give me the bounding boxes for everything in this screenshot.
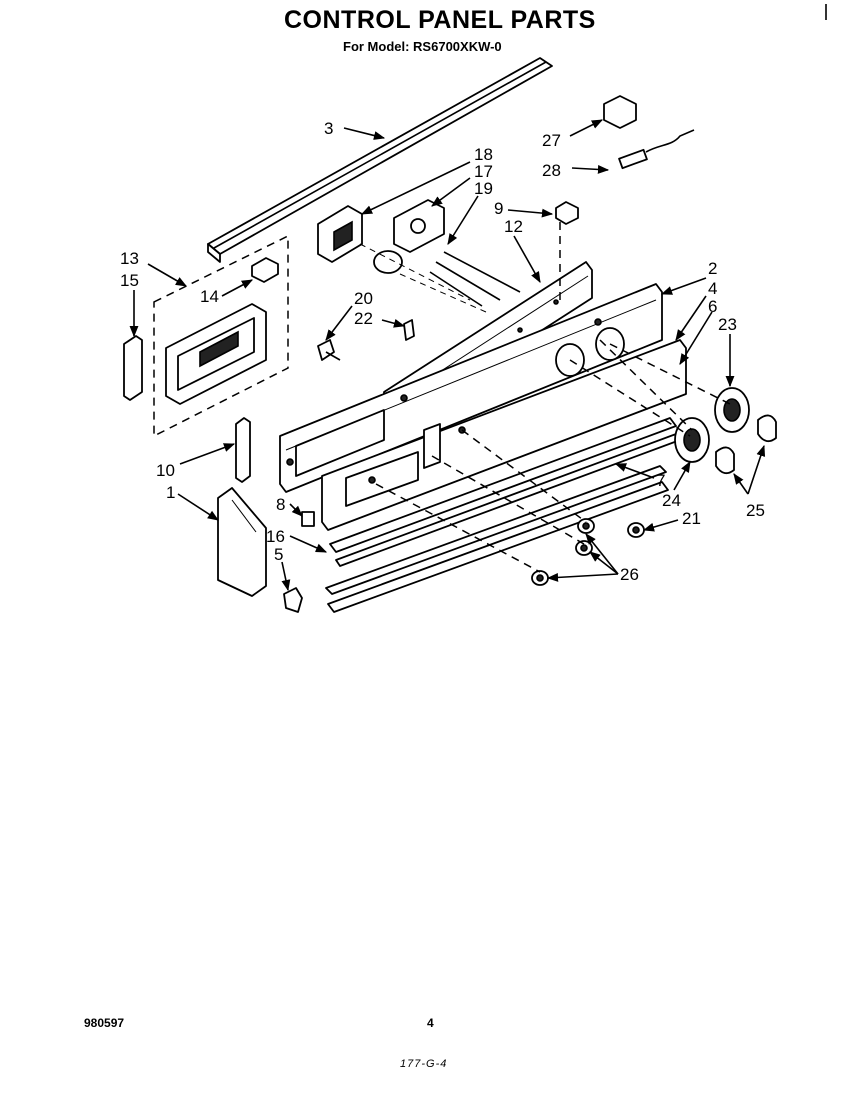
page-number: 4: [427, 1016, 434, 1030]
callout-24: 24: [662, 491, 681, 510]
part-17-switch: [393, 199, 445, 253]
part-4-front-glass: [321, 339, 687, 531]
part-13-clock-module: [165, 303, 267, 405]
part-23-knob-bezel: [714, 387, 750, 433]
part-28-sensor-lead: [618, 129, 695, 170]
callout-20: 20: [354, 289, 373, 308]
part-5-clip: [283, 587, 303, 613]
page-code: 177-G-4: [400, 1058, 448, 1070]
part-8-spacer: [301, 511, 315, 527]
part-2-control-panel: [279, 283, 663, 493]
part-18-switch: [317, 205, 363, 263]
callout-12: 12: [504, 217, 523, 236]
part-3-top-trim: [207, 57, 553, 263]
callout-27: 27: [542, 131, 561, 150]
callout-28: 28: [542, 161, 561, 180]
callout-17: 17: [474, 162, 493, 181]
callout-15: 15: [120, 271, 139, 290]
callout-3: 3: [324, 119, 333, 138]
part-14-clip: [251, 257, 279, 283]
document-number: 980597: [84, 1016, 125, 1030]
page-title: CONTROL PANEL PARTS: [284, 6, 596, 34]
callout-18: 18: [474, 145, 493, 164]
page-subtitle: For Model: RS6700XKW-0: [343, 39, 502, 54]
callout-9: 9: [494, 199, 503, 218]
callout-labels: 3 18 17 19 9 12 27 28 2 4 6 23 13 15 14 …: [120, 119, 765, 584]
part-24-knob-bezel: [674, 417, 710, 463]
callout-2: 2: [708, 259, 717, 278]
callout-13: 13: [120, 249, 139, 268]
part-6-bottom-trim: [327, 481, 669, 613]
part-13-assembly-outline: [153, 234, 289, 438]
callout-5: 5: [274, 545, 283, 564]
part-19-wire-leads: [359, 243, 521, 313]
callout-4: 4: [708, 279, 717, 298]
part-16-trim-strip: [325, 465, 667, 595]
part-27-cap: [603, 95, 637, 129]
part-21-grommet: [627, 522, 645, 538]
callout-19: 19: [474, 179, 493, 198]
part-20-fastener: [317, 339, 341, 361]
callout-23: 23: [718, 315, 737, 334]
callout-25: 25: [746, 501, 765, 520]
callout-8: 8: [276, 495, 285, 514]
callout-21: 21: [682, 509, 701, 528]
callout-22: 22: [354, 309, 373, 328]
callout-26: 26: [620, 565, 639, 584]
callout-16: 16: [266, 527, 285, 546]
callout-1: 1: [166, 483, 175, 502]
leader-lines: [129, 119, 766, 592]
callout-14: 14: [200, 287, 219, 306]
part-15-bracket: [123, 335, 143, 401]
part-22-clip: [403, 319, 415, 341]
alignment-lines: [375, 339, 731, 573]
part-25-knob: [715, 414, 777, 475]
part-19-ring: [373, 250, 403, 274]
part-9-clip: [555, 201, 579, 225]
callout-6: 6: [708, 297, 717, 316]
callout-7: 7: [656, 471, 665, 490]
part-1-end-cap: [217, 487, 267, 597]
callout-10: 10: [156, 461, 175, 480]
part-10-bracket: [235, 417, 251, 483]
